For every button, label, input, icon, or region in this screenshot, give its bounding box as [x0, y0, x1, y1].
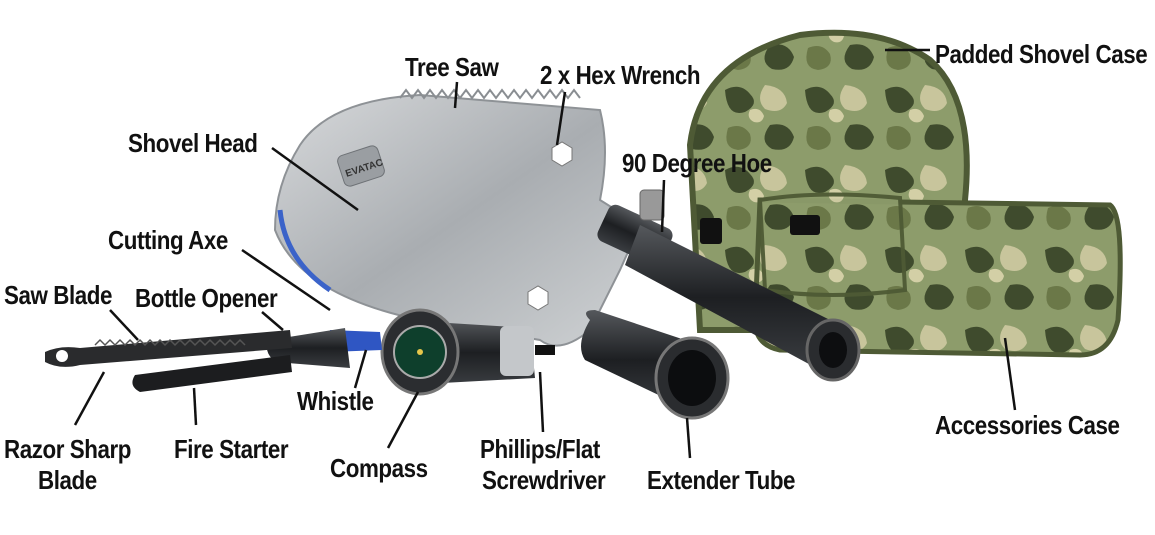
compass-assembly	[380, 308, 555, 396]
extender-tube	[581, 310, 730, 420]
razor-label-line1: Razor Sharp	[4, 434, 131, 464]
razor-label-line2: Blade	[38, 465, 97, 495]
shovel-head: EVATAC	[273, 88, 642, 347]
extender-tube-label: Extender Tube	[647, 465, 796, 495]
tree-saw-label: Tree Saw	[405, 52, 499, 82]
hoe-label: 90 Degree Hoe	[622, 148, 772, 178]
saw-blade-label: Saw Blade	[4, 280, 112, 310]
hex-wrench-label: 2 x Hex Wrench	[540, 60, 701, 90]
fire-starter-label: Fire Starter	[174, 434, 289, 464]
callout-lines	[73, 48, 1017, 459]
screwdriver-label-line2: Screwdriver	[482, 465, 606, 495]
whistle-label: Whistle	[297, 386, 374, 416]
accessories-case	[700, 192, 1123, 358]
accessories-case-label: Accessories Case	[935, 410, 1120, 440]
saw-blade	[45, 330, 292, 367]
screwdriver-label-line1: Phillips/Flat	[480, 434, 600, 464]
bottle-opener-label: Bottle Opener	[135, 283, 278, 313]
shovel-handle	[597, 189, 861, 382]
padded-case-label: Padded Shovel Case	[935, 39, 1148, 69]
compass-label: Compass	[330, 453, 428, 483]
shovel-head-label: Shovel Head	[128, 128, 258, 158]
cutting-axe-label: Cutting Axe	[108, 225, 228, 255]
